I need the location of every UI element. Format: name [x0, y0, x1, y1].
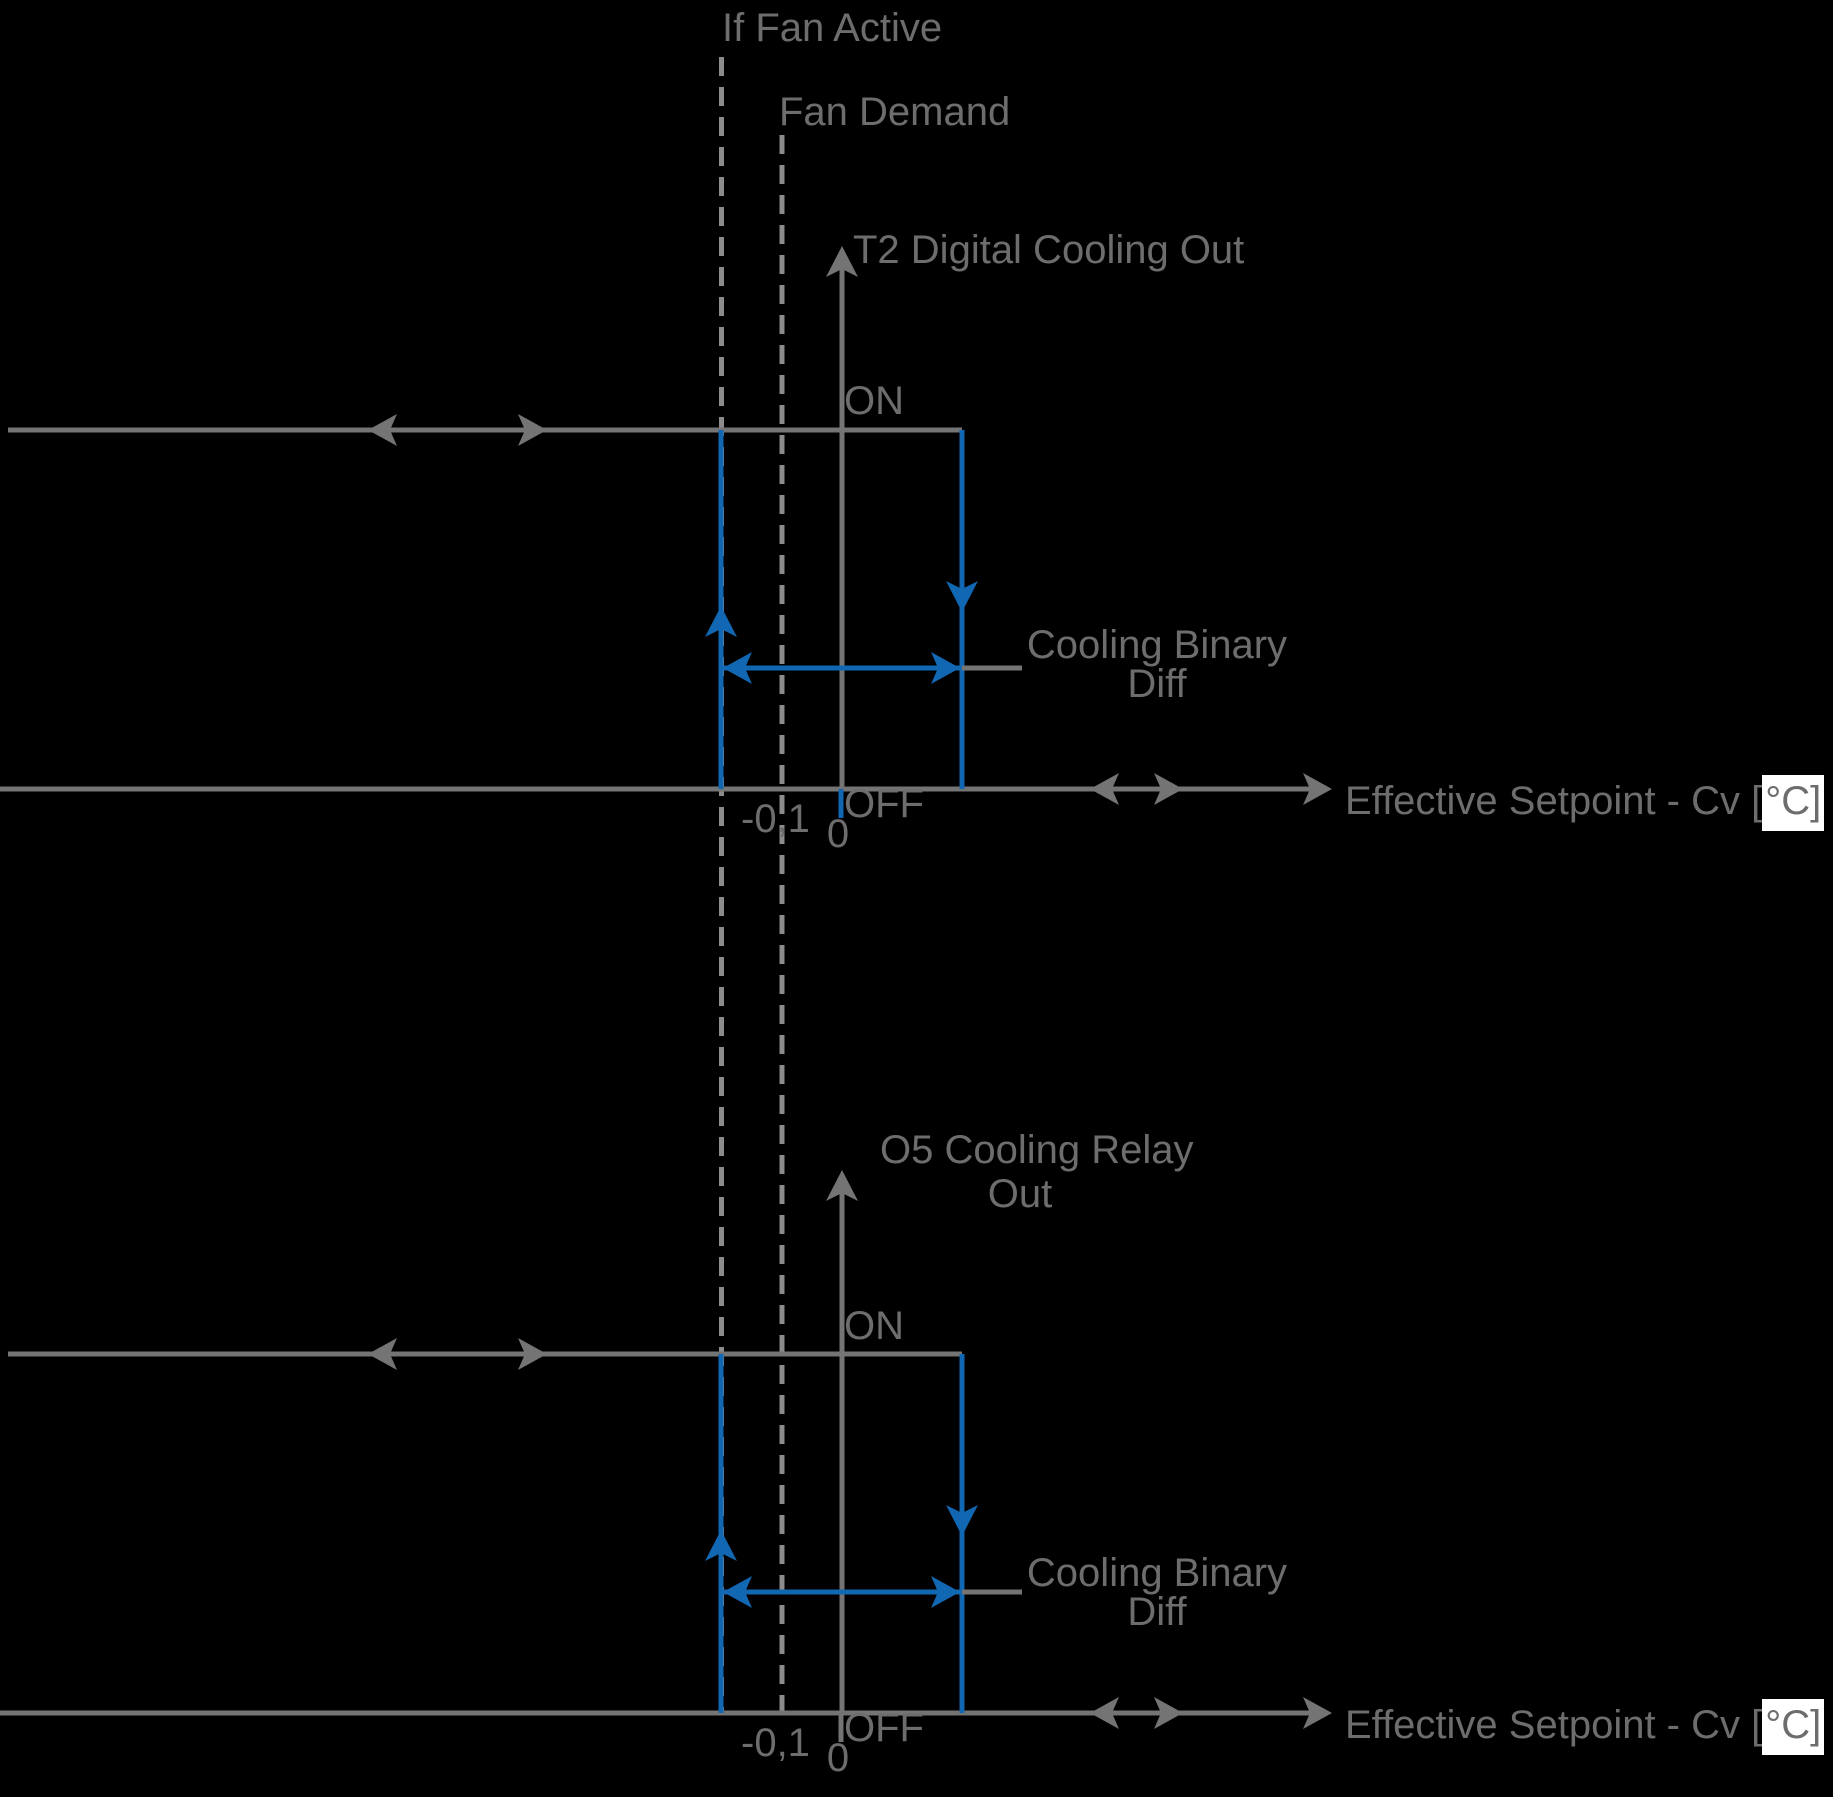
bottom-tick-minus-label: -0,1	[741, 1721, 810, 1765]
top-x-axis-right-arrowhead-icon	[1154, 773, 1183, 805]
bottom-chart-title: O5 Cooling Relay Out	[880, 1128, 1194, 1216]
bottom-x-axis-end-arrowhead-icon	[1303, 1697, 1332, 1729]
if-fan-active-label: If Fan Active	[722, 6, 943, 50]
top-on-label: ON	[844, 379, 904, 423]
top-chart	[0, 246, 1332, 818]
top-diff-label: Cooling Binary Diff	[1017, 623, 1297, 706]
bottom-chart-title-line2: Out	[987, 1172, 1053, 1216]
top-diff-right-arrowhead-icon	[931, 652, 960, 684]
bottom-up-arrowhead-icon	[705, 1530, 737, 1561]
bottom-diff-right-arrowhead-icon	[931, 1576, 960, 1608]
top-tick-zero-label: 0	[826, 812, 850, 856]
top-down-arrowhead-icon	[946, 581, 978, 612]
top-off-label: OFF	[844, 782, 924, 826]
bottom-x-axis-unit: °C]	[1762, 1699, 1825, 1755]
bottom-on-line-left-arrowhead-icon	[368, 1338, 397, 1370]
bottom-on-label: ON	[844, 1304, 904, 1348]
bottom-y-axis-arrowhead-icon	[826, 1170, 858, 1201]
top-x-axis-label-text: Effective Setpoint - Cv [	[1345, 779, 1763, 823]
top-x-axis-label: Effective Setpoint - Cv [°C]	[1345, 775, 1825, 831]
bottom-x-axis-label-text: Effective Setpoint - Cv [	[1345, 1703, 1763, 1747]
top-on-line-left-arrowhead-icon	[368, 414, 397, 446]
top-up-arrowhead-icon	[705, 606, 737, 637]
top-x-axis-left-arrowhead-icon	[1090, 773, 1119, 805]
fan-demand-label: Fan Demand	[779, 90, 1011, 134]
top-on-line-right-arrowhead-icon	[518, 414, 547, 446]
bottom-off-label: OFF	[844, 1706, 924, 1750]
bottom-diff-label-line1: Cooling Binary	[1026, 1551, 1288, 1595]
top-x-axis-unit: °C]	[1762, 775, 1825, 831]
bottom-chart-title-line1: O5 Cooling Relay	[880, 1128, 1194, 1172]
bottom-x-axis-left-arrowhead-icon	[1090, 1697, 1119, 1729]
bottom-down-arrowhead-icon	[946, 1505, 978, 1536]
bottom-diff-label: Cooling Binary Diff	[1017, 1551, 1297, 1634]
bottom-on-line-right-arrowhead-icon	[518, 1338, 547, 1370]
top-tick-minus-label: -0,1	[741, 797, 810, 841]
top-diff-label-line2: Diff	[1127, 662, 1187, 706]
bottom-chart	[0, 1170, 1332, 1742]
top-diff-label-line1: Cooling Binary	[1026, 623, 1288, 667]
bottom-diff-left-arrowhead-icon	[723, 1576, 752, 1608]
top-diff-left-arrowhead-icon	[723, 652, 752, 684]
top-chart-title: T2 Digital Cooling Out	[853, 228, 1245, 272]
bottom-tick-zero-label: 0	[826, 1736, 850, 1780]
top-y-axis-arrowhead-icon	[826, 246, 858, 277]
bottom-diff-label-line2: Diff	[1127, 1590, 1187, 1634]
bottom-x-axis-right-arrowhead-icon	[1154, 1697, 1183, 1729]
top-x-axis-end-arrowhead-icon	[1303, 773, 1332, 805]
bottom-x-axis-label: Effective Setpoint - Cv [°C]	[1345, 1699, 1825, 1755]
